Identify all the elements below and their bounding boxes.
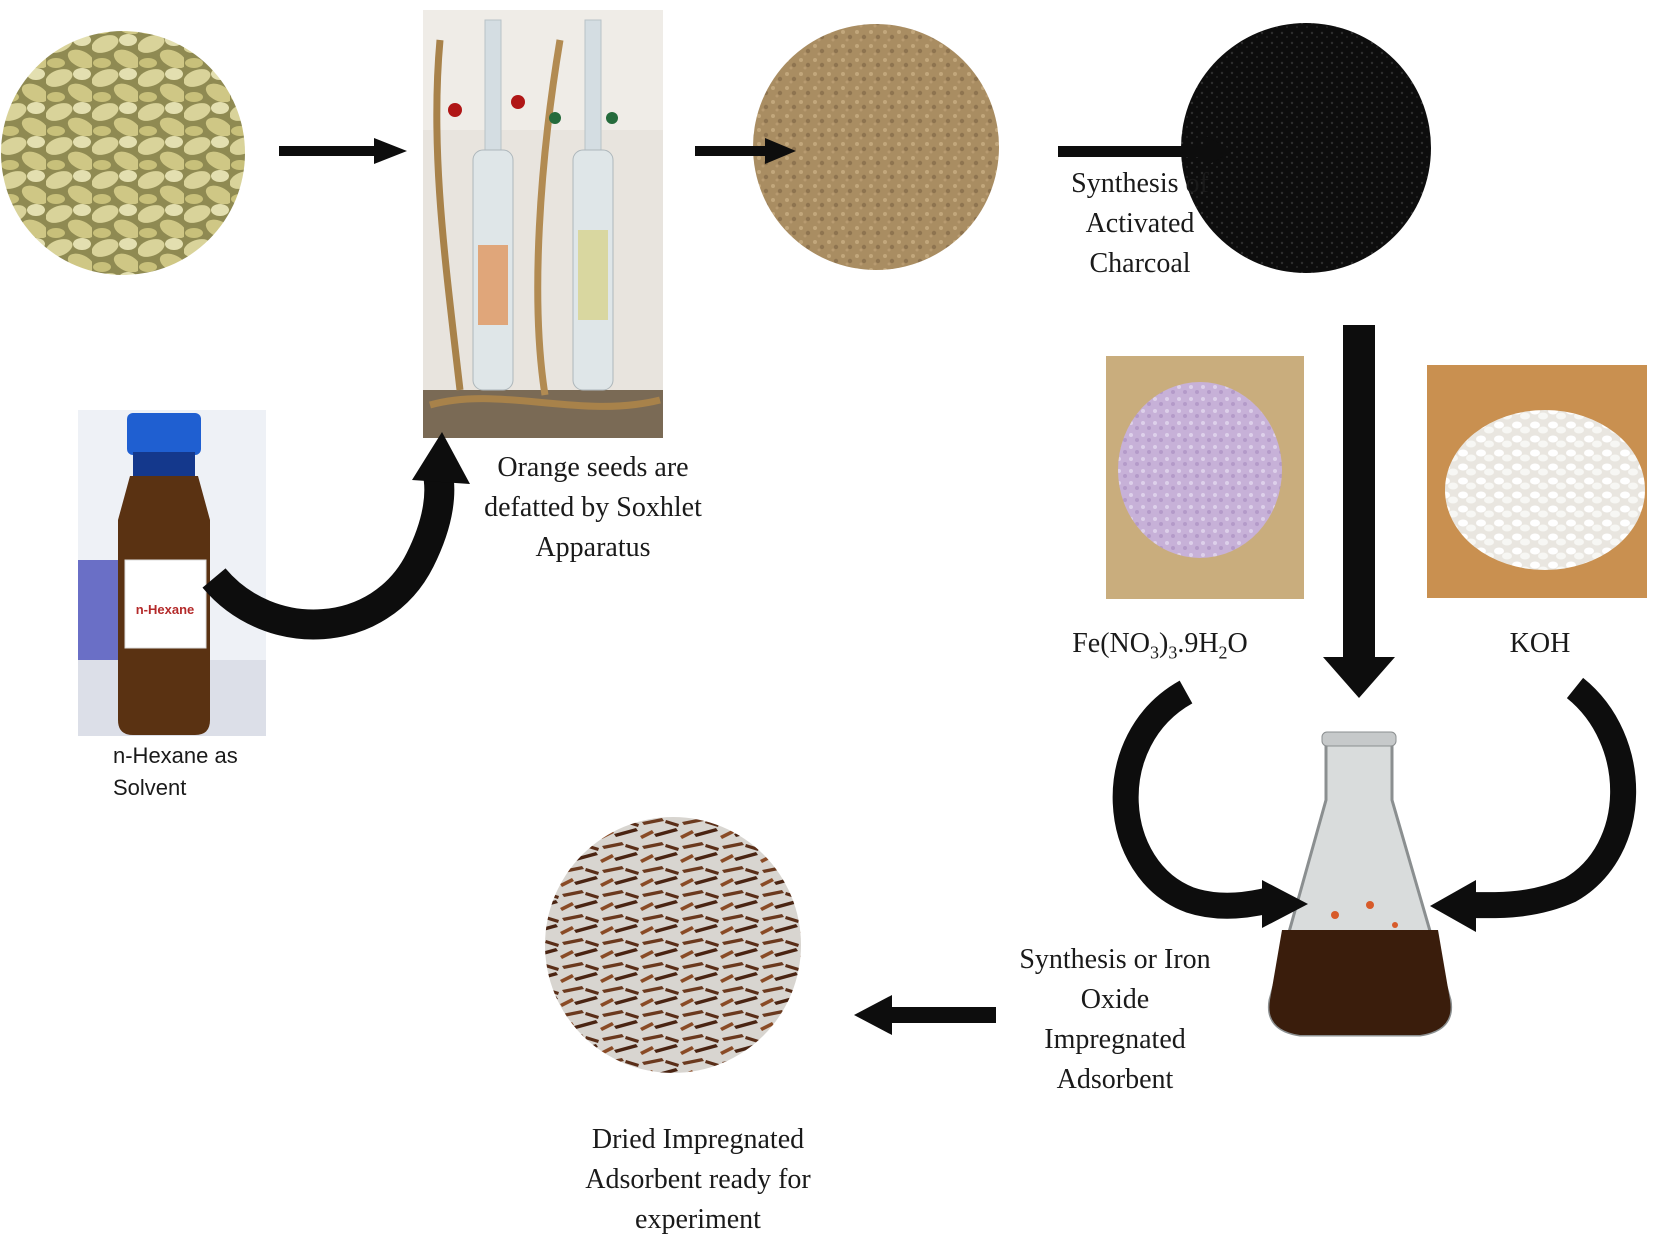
- charcoal-label-line-1: Synthesis of: [1071, 168, 1209, 199]
- soxhlet-label-line-1: Orange seeds are: [497, 452, 689, 483]
- iron-oxide-label-line-4: Adsorbent: [1056, 1064, 1174, 1095]
- hexane-label-line-2: Solvent: [113, 775, 187, 800]
- seeds-photo: [1, 31, 245, 275]
- curved-arrow-ferric-to-flask: [1112, 680, 1308, 928]
- curved-arrow-koh-to-flask: [1430, 677, 1637, 932]
- ferric-part-a: Fe(NO: [1072, 628, 1150, 659]
- soxhlet-label-line-2: defatted by Soxhlet: [484, 492, 702, 523]
- ferric-part-g: O: [1227, 628, 1248, 659]
- ferric-part-f: 2: [1218, 642, 1228, 663]
- dried-adsorbent-photo: [545, 817, 801, 1073]
- koh-pellets-photo: [1427, 365, 1647, 598]
- arrow-soxhlet-to-powder: [695, 138, 796, 164]
- iron-oxide-label-line-1: Synthesis or Iron: [1019, 944, 1211, 975]
- koh-label: KOH: [1490, 624, 1590, 664]
- koh-label-text: KOH: [1509, 628, 1571, 659]
- ferric-nitrate-label: Fe(NO3)3.9H2O: [1050, 624, 1270, 673]
- arrow-powder-to-charcoal: [1058, 136, 1233, 166]
- ferric-part-e: .9H: [1177, 628, 1219, 659]
- erlenmeyer-flask-photo: [1267, 731, 1453, 1037]
- iron-oxide-label-line-2: Oxide: [1080, 984, 1150, 1015]
- ferric-nitrate-photo: [1106, 356, 1304, 599]
- bottle-label: n-Hexane: [136, 602, 195, 617]
- dried-label-line-2: Adsorbent ready for: [585, 1164, 811, 1195]
- hexane-bottle-photo: [78, 410, 266, 736]
- iron-oxide-label: Synthesis or Iron Oxide Impregnated Adso…: [995, 940, 1235, 1100]
- soxhlet-apparatus-photo: [423, 10, 663, 438]
- charcoal-label-line-2: Activated: [1085, 208, 1195, 239]
- activated-charcoal-photo: [1181, 23, 1431, 273]
- ferric-part-b: 3: [1149, 642, 1159, 663]
- iron-oxide-label-line-3: Impregnated: [1044, 1024, 1186, 1055]
- dried-label-line-3: experiment: [635, 1204, 761, 1235]
- arrow-seeds-to-soxhlet: [279, 138, 407, 164]
- soxhlet-label: Orange seeds are defatted by Soxhlet App…: [443, 448, 743, 568]
- dried-label-line-1: Dried Impregnated: [591, 1124, 805, 1155]
- arrow-flask-to-adsorbent: [854, 995, 996, 1035]
- hexane-label: n-Hexane as Solvent: [113, 740, 313, 804]
- soxhlet-label-line-3: Apparatus: [535, 532, 651, 563]
- curved-arrow-hexane-to-soxhlet: [202, 432, 470, 640]
- hexane-label-line-1: n-Hexane as: [113, 743, 238, 768]
- dried-adsorbent-label: Dried Impregnated Adsorbent ready for ex…: [553, 1120, 843, 1240]
- charcoal-label-line-3: Charcoal: [1089, 248, 1191, 279]
- charcoal-label: Synthesis of Activated Charcoal: [1050, 164, 1230, 284]
- ferric-part-d: 3: [1168, 642, 1178, 663]
- ferric-part-c: ): [1158, 628, 1169, 659]
- arrow-charcoal-to-flask: [1323, 325, 1395, 698]
- seed-powder-photo: [753, 24, 999, 270]
- ferric-nitrate-formula: Fe(NO3)3.9H2O: [1050, 624, 1270, 673]
